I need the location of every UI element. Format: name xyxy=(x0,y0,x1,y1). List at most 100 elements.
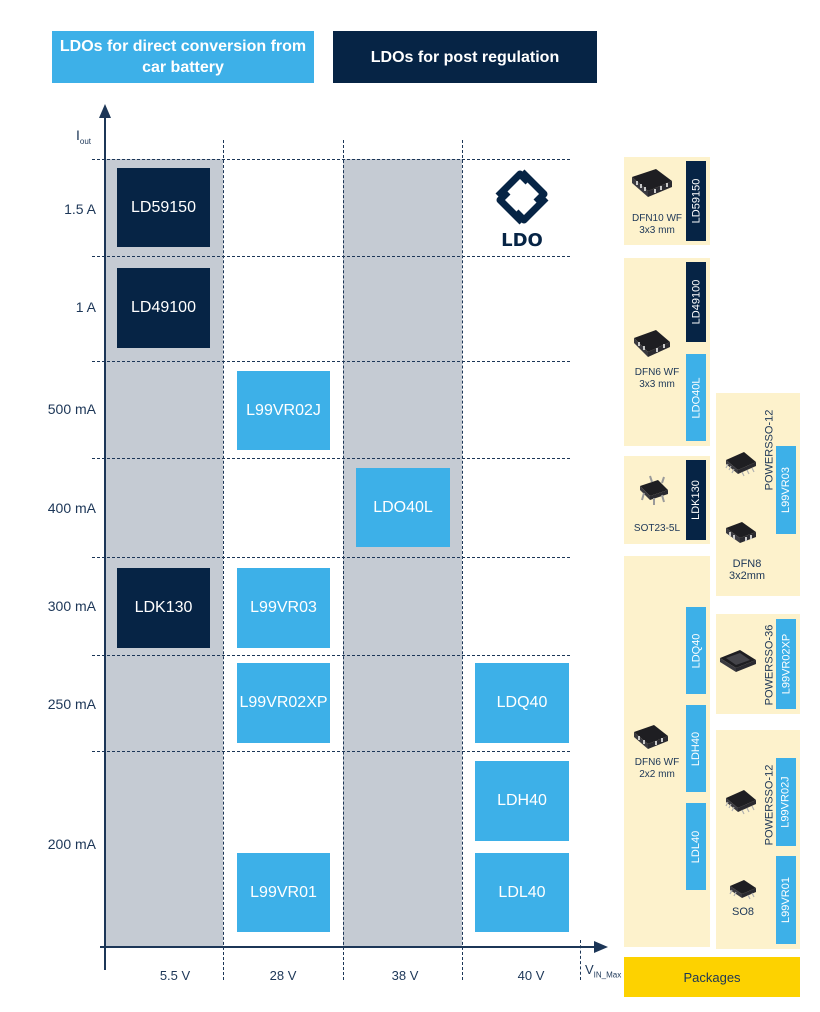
chip-label: L99VR02XP xyxy=(780,633,793,695)
package-chip-l99vr02xp[interactable]: L99VR02XP xyxy=(776,619,796,709)
ldo-logo-text: LDO xyxy=(501,230,543,251)
grid-line xyxy=(92,361,570,362)
part-label: LD49100 xyxy=(131,299,196,316)
part-ldl40[interactable]: LDL40 xyxy=(475,853,569,932)
package-chip-ld59150[interactable]: LD59150 xyxy=(686,161,706,241)
grid-line xyxy=(92,458,570,459)
powersso36-chip-icon xyxy=(720,650,756,672)
part-label: L99VR03 xyxy=(250,599,317,616)
x-axis-label-sub: IN_Max xyxy=(593,970,622,980)
package-name: POWERSSO-12 xyxy=(763,409,776,491)
grid-line xyxy=(343,140,344,980)
package-chip-l99vr03[interactable]: L99VR03 xyxy=(776,446,796,534)
package-chip-l99vr01[interactable]: L99VR01 xyxy=(776,856,796,944)
chip-label: LD49100 xyxy=(690,279,702,325)
grid-line xyxy=(92,256,570,257)
chip-label: L99VR02J xyxy=(780,776,792,828)
chip-label: LDL40 xyxy=(690,830,703,863)
package-name: POWERSSO-12 xyxy=(763,764,776,846)
grid-line xyxy=(223,140,224,980)
part-label: LDL40 xyxy=(498,883,546,901)
chip-label: L99VR03 xyxy=(780,467,792,513)
part-ldh40[interactable]: LDH40 xyxy=(475,761,569,841)
package-size: 2x2 mm xyxy=(639,769,675,780)
y-tick-500ma: 500 mA xyxy=(47,401,96,417)
part-ldo40l[interactable]: LDO40L xyxy=(356,468,450,547)
so8-chip-icon xyxy=(729,880,756,900)
package-name: POWERSSO-36 xyxy=(763,624,776,706)
y-axis-label-sub: out xyxy=(79,136,92,146)
x-tick-38v: 38 V xyxy=(391,968,419,983)
part-ld59150[interactable]: LD59150 xyxy=(117,168,210,247)
chip-label: LDK130 xyxy=(690,480,703,520)
y-tick-1a: 1 A xyxy=(75,299,96,315)
package-dfn8-label: DFN8 3x2mm xyxy=(716,558,778,582)
grid-line xyxy=(92,159,570,160)
package-name: DFN10 WF xyxy=(632,213,682,224)
part-label: LDQ40 xyxy=(496,694,548,711)
chip-label: LDO40L xyxy=(690,377,703,418)
package-size: 3x3 mm xyxy=(639,225,675,236)
packages-footer-label: Packages xyxy=(683,969,741,985)
part-l99vr02j[interactable]: L99VR02J xyxy=(237,371,330,450)
dfn8-chip-icon xyxy=(726,522,756,543)
package-chip-ldh40[interactable]: LDH40 xyxy=(686,705,706,792)
y-tick-labels: 1.5 A 1 A 500 mA 400 mA 300 mA 250 mA 20… xyxy=(0,0,96,1012)
x-axis-label-main: V xyxy=(585,962,594,977)
package-chip-ldl40[interactable]: LDL40 xyxy=(686,803,706,890)
legend-post-label: LDOs for post regulation xyxy=(370,48,560,66)
part-label: LD59150 xyxy=(131,198,196,216)
part-l99vr02xp[interactable]: L99VR02XP xyxy=(237,663,330,743)
package-dfn6-2x2-label: DFN6 WF 2x2 mm xyxy=(624,757,690,781)
part-label: L99VR02J xyxy=(246,401,321,419)
chip-label: LDQ40 xyxy=(690,633,703,668)
part-label: LDO40L xyxy=(373,498,433,516)
grid-line xyxy=(92,751,570,752)
ldo-logo-icon xyxy=(495,169,549,225)
grid-line xyxy=(92,557,570,558)
axes xyxy=(99,104,608,970)
part-label: LDK130 xyxy=(134,599,193,616)
shade-column-38v xyxy=(343,159,462,947)
part-ld49100[interactable]: LD49100 xyxy=(117,268,210,348)
x-tick-5v5: 5.5 V xyxy=(159,968,191,983)
package-size: 3x2mm xyxy=(728,570,766,582)
package-name: DFN8 xyxy=(732,558,762,570)
y-tick-400ma: 400 mA xyxy=(47,500,96,516)
grid-line xyxy=(462,140,463,980)
dfn6-small-chip-icon xyxy=(634,725,668,749)
part-ldq40[interactable]: LDQ40 xyxy=(475,663,569,743)
legend-post-regulation: LDOs for post regulation xyxy=(333,31,597,83)
part-label: L99VR02XP xyxy=(239,694,328,711)
powersso12-chip-icon xyxy=(725,452,756,477)
package-chip-l99vr02j[interactable]: L99VR02J xyxy=(776,758,796,846)
package-chip-ldk130[interactable]: LDK130 xyxy=(686,460,706,540)
part-label: L99VR01 xyxy=(250,883,317,901)
chip-label: LD59150 xyxy=(690,178,702,224)
packages-footer: Packages xyxy=(624,957,800,997)
part-l99vr03[interactable]: L99VR03 xyxy=(237,568,330,648)
grid-line xyxy=(580,940,581,980)
y-tick-300ma: 300 mA xyxy=(47,598,96,614)
package-chip-ld49100[interactable]: LD49100 xyxy=(686,262,706,342)
sot23-chip-icon xyxy=(640,475,668,505)
package-dfn6-3x3-label: DFN6 WF 3x3 mm xyxy=(624,367,690,391)
x-tick-40v: 40 V xyxy=(517,968,545,983)
part-l99vr01[interactable]: L99VR01 xyxy=(237,853,330,932)
part-label: LDH40 xyxy=(497,792,547,809)
package-chip-ldo40l[interactable]: LDO40L xyxy=(686,354,706,441)
x-tick-28v: 28 V xyxy=(269,968,297,983)
part-ldk130[interactable]: LDK130 xyxy=(117,568,210,648)
y-tick-1-5a: 1.5 A xyxy=(64,201,96,217)
grid-line xyxy=(92,655,570,656)
package-chip-ldq40[interactable]: LDQ40 xyxy=(686,607,706,694)
package-so8-label: SO8 xyxy=(731,906,754,918)
package-sot23-label: SOT23-5L xyxy=(633,523,681,534)
package-name: DFN6 WF xyxy=(634,757,680,768)
y-axis-label-main: I xyxy=(76,127,80,143)
dfn10-chip-icon xyxy=(632,169,672,197)
y-axis-label: Iout xyxy=(76,127,91,146)
y-tick-250ma: 250 mA xyxy=(47,696,96,712)
package-dfn10-label: DFN10 WF 3x3 mm xyxy=(624,213,690,237)
package-size: 3x3 mm xyxy=(639,379,675,390)
